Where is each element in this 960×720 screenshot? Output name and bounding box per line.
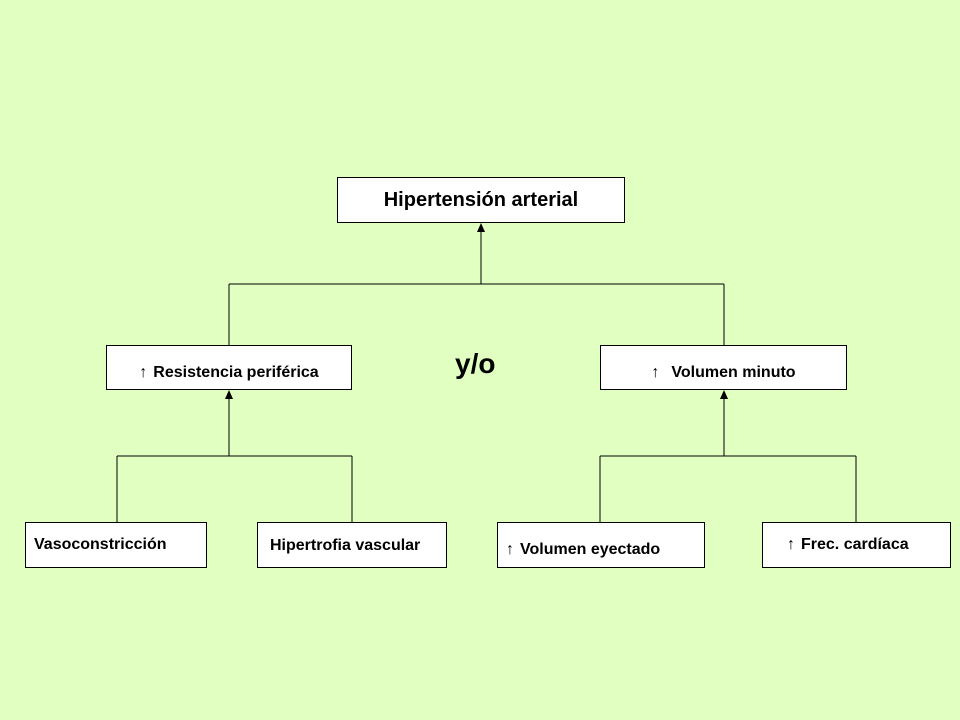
node-vasoconstriccion: Vasoconstricción	[25, 522, 207, 568]
arrowhead-up	[225, 390, 233, 399]
node-resistencia-periferica: ↑ Resistencia periférica	[106, 345, 352, 390]
increase-arrow-icon: ↑	[139, 364, 148, 381]
arrowhead-up	[720, 390, 728, 399]
node-volumen-minuto: ↑ Volumen minuto	[600, 345, 847, 390]
connector-label: y/o	[455, 348, 496, 379]
arrowhead-up	[477, 223, 485, 232]
node-hipertrofia-vascular: Hipertrofia vascular	[257, 522, 447, 568]
node-hipertension-arterial: Hipertensión arterial	[337, 177, 625, 223]
node-label: Frec. cardíaca	[801, 536, 909, 553]
increase-arrow-icon: ↑	[651, 364, 660, 381]
increase-arrow-icon: ↑	[787, 536, 795, 553]
node-label: Volumen eyectado	[520, 541, 661, 558]
node-label: Hipertensión arterial	[383, 188, 579, 211]
node-label: Vasoconstricción	[34, 536, 167, 553]
node-label: Volumen minuto	[671, 364, 796, 381]
increase-arrow-icon: ↑	[506, 541, 514, 558]
node-label: Resistencia periférica	[153, 364, 319, 381]
node-frec-cardiaca: ↑ Frec. cardíaca	[762, 522, 951, 568]
node-volumen-eyectado: ↑ Volumen eyectado	[497, 522, 705, 568]
node-label: Hipertrofia vascular	[270, 537, 421, 554]
